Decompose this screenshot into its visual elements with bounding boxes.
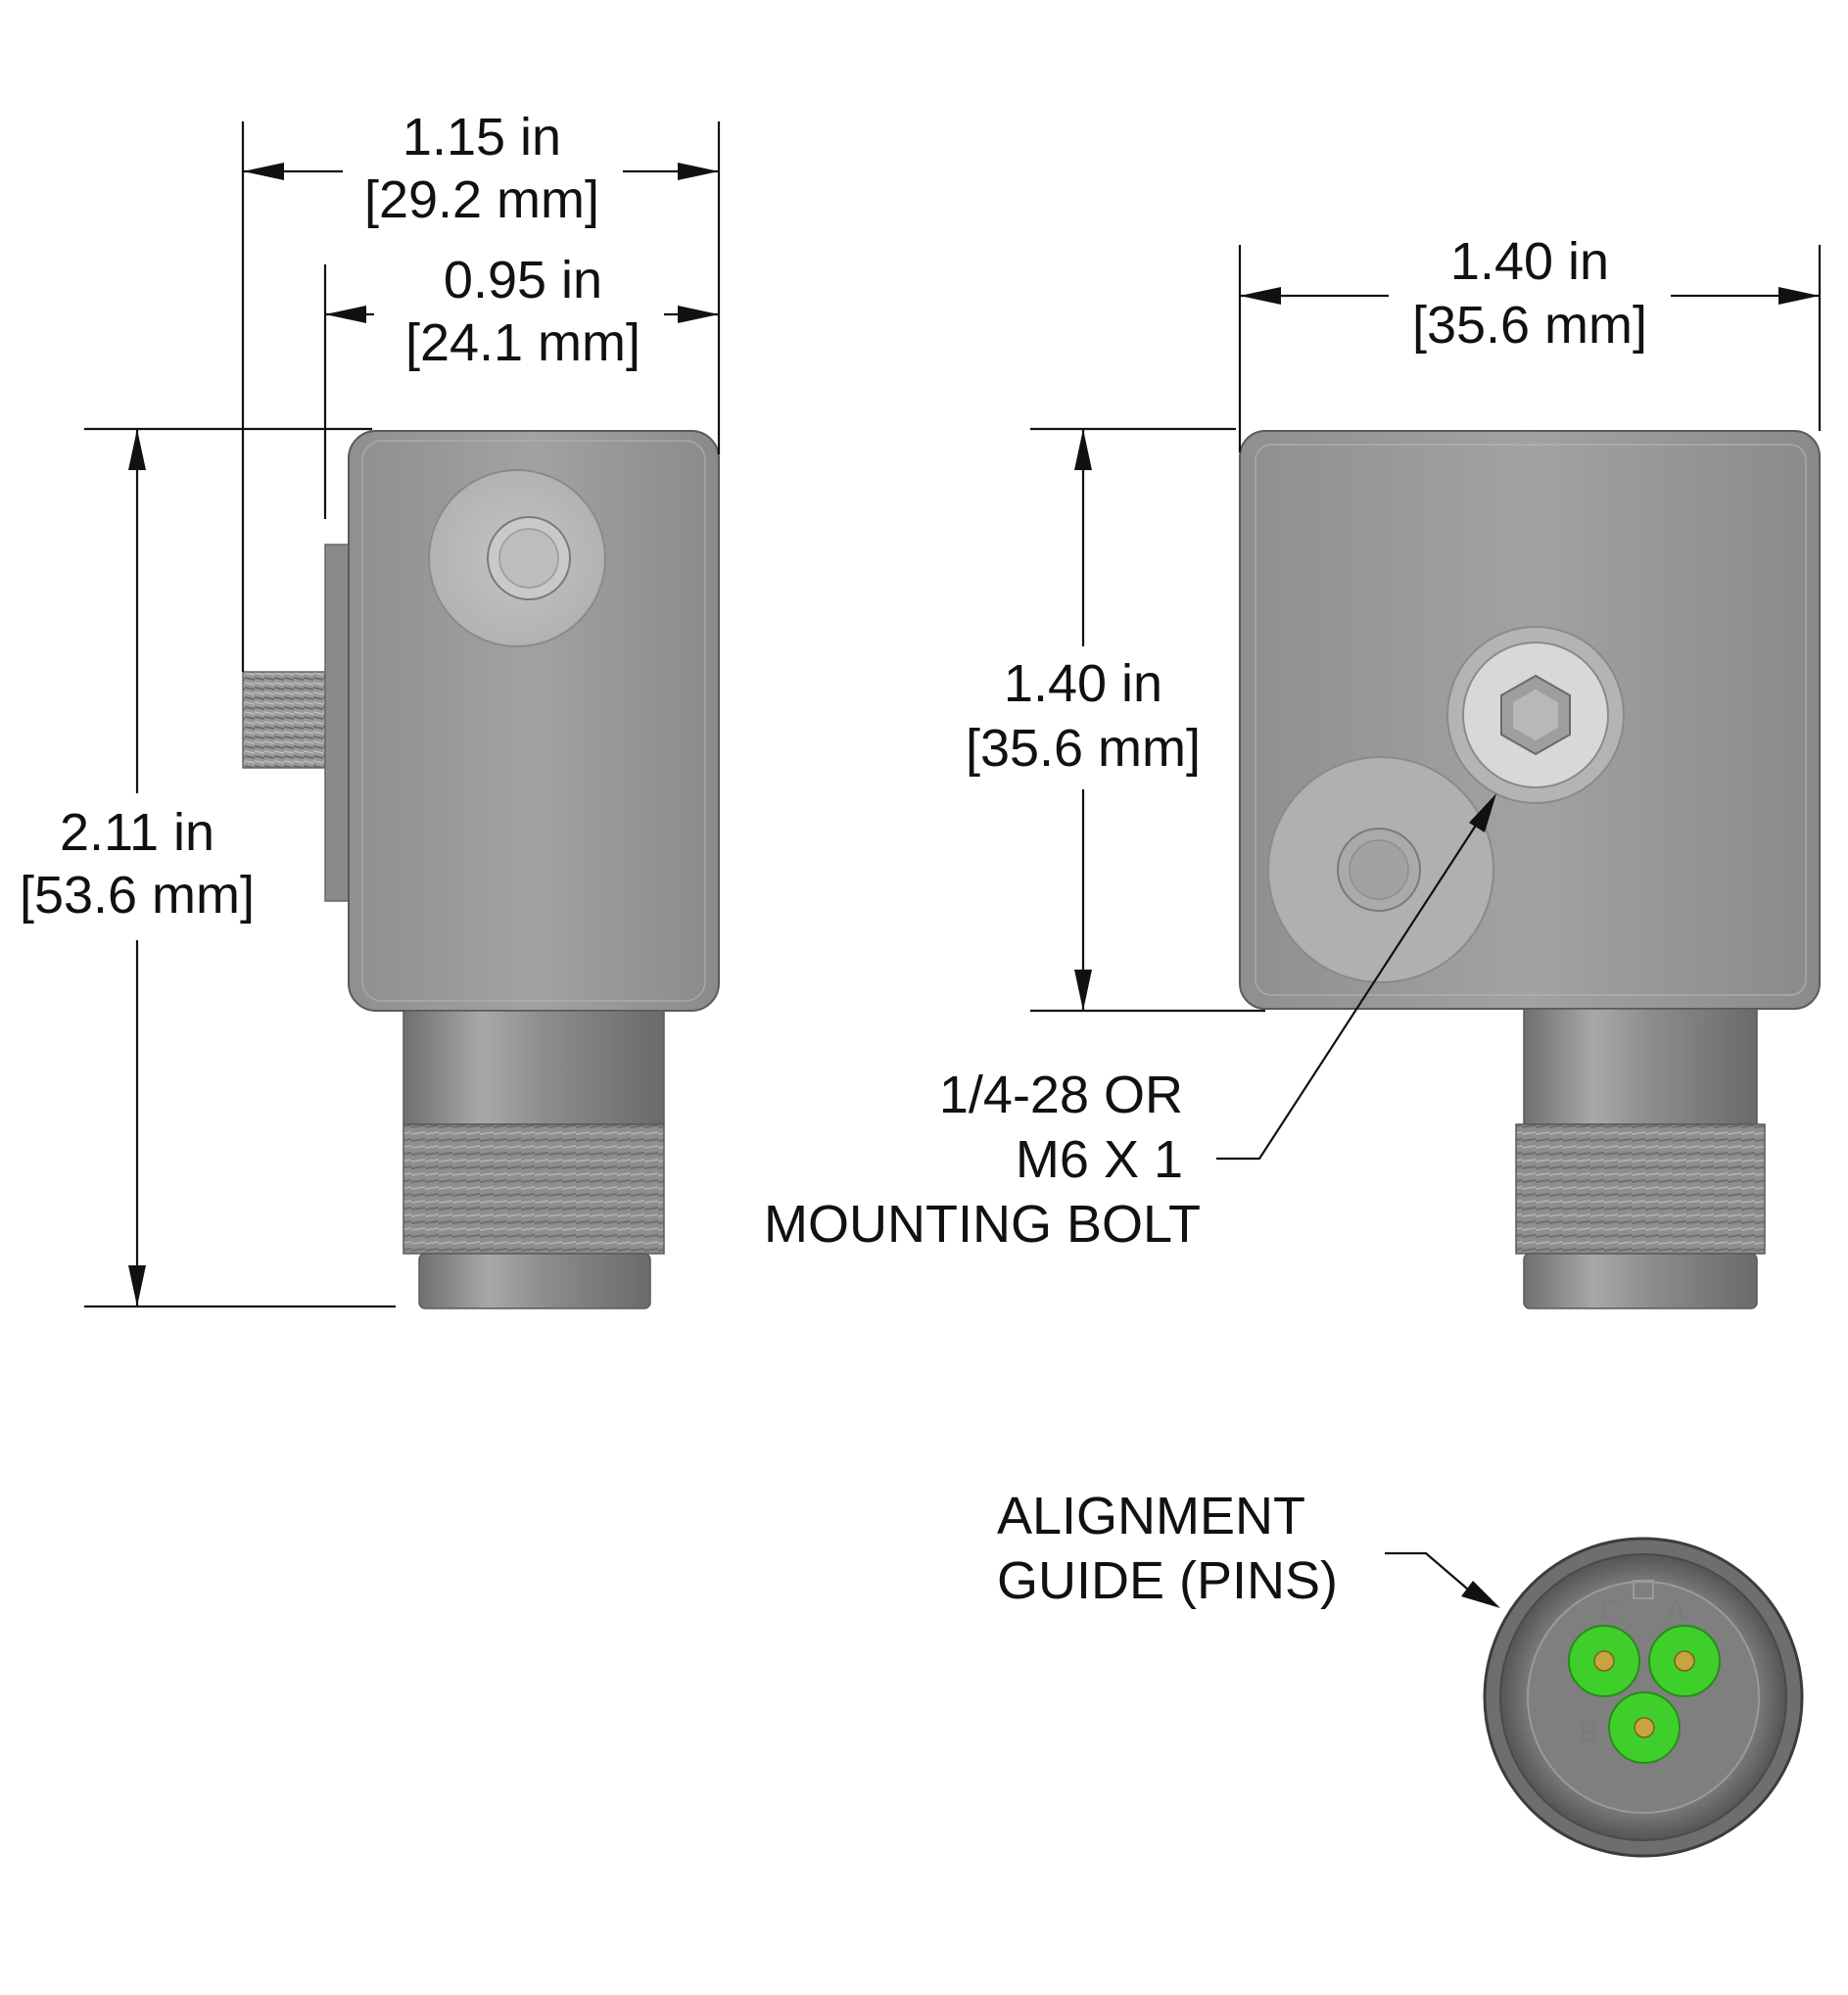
front-view (1239, 430, 1821, 1309)
dimension-labels: 1.15 in [29.2 mm] 0.95 in [24.1 mm] 2.11… (20, 108, 1647, 1610)
pin-a (1674, 1650, 1695, 1672)
alignment-guide-callout-line-2: GUIDE (PINS) (997, 1551, 1338, 1610)
mounting-bolt-callout-line-3: MOUNTING BOLT (764, 1195, 1201, 1254)
side-height-mm: [53.6 mm] (20, 866, 255, 925)
pin-b (1634, 1717, 1655, 1738)
side-connector-neck (403, 1010, 665, 1125)
side-view (242, 430, 720, 1309)
front-connector-nose (1523, 1253, 1758, 1309)
dimension-lines (84, 121, 1822, 1608)
front-width-inch: 1.40 in (1450, 232, 1609, 291)
front-width-mm: [35.6 mm] (1412, 296, 1647, 355)
alignment-guide-callout-line-1: ALIGNMENT (997, 1487, 1305, 1545)
pin-b-label: B (1579, 1716, 1598, 1748)
side-stud-thread (242, 671, 328, 769)
side-overall-width-mm: [29.2 mm] (364, 170, 599, 229)
pin-a-label: A (1666, 1594, 1687, 1627)
pin-c-label: C (1600, 1594, 1620, 1627)
front-connector-neck (1523, 1008, 1758, 1125)
front-height-inch: 1.40 in (1004, 654, 1162, 713)
alignment-key (1633, 1580, 1654, 1599)
pin-c (1593, 1650, 1615, 1672)
side-connector-thread (403, 1123, 665, 1255)
mounting-bolt-callout-line-2: M6 X 1 (1016, 1130, 1183, 1189)
front-connector-thread (1515, 1123, 1766, 1255)
side-body-width-inch: 0.95 in (444, 251, 602, 309)
connector-end-view: C A B (1483, 1537, 1804, 1858)
side-connector-nose (418, 1253, 651, 1309)
side-body-width-mm: [24.1 mm] (405, 313, 640, 372)
mounting-bolt-callout-line-1: 1/4-28 OR (939, 1066, 1183, 1124)
side-overall-width-inch: 1.15 in (403, 108, 561, 166)
side-height-inch: 2.11 in (60, 803, 214, 862)
front-height-mm: [35.6 mm] (966, 719, 1201, 778)
